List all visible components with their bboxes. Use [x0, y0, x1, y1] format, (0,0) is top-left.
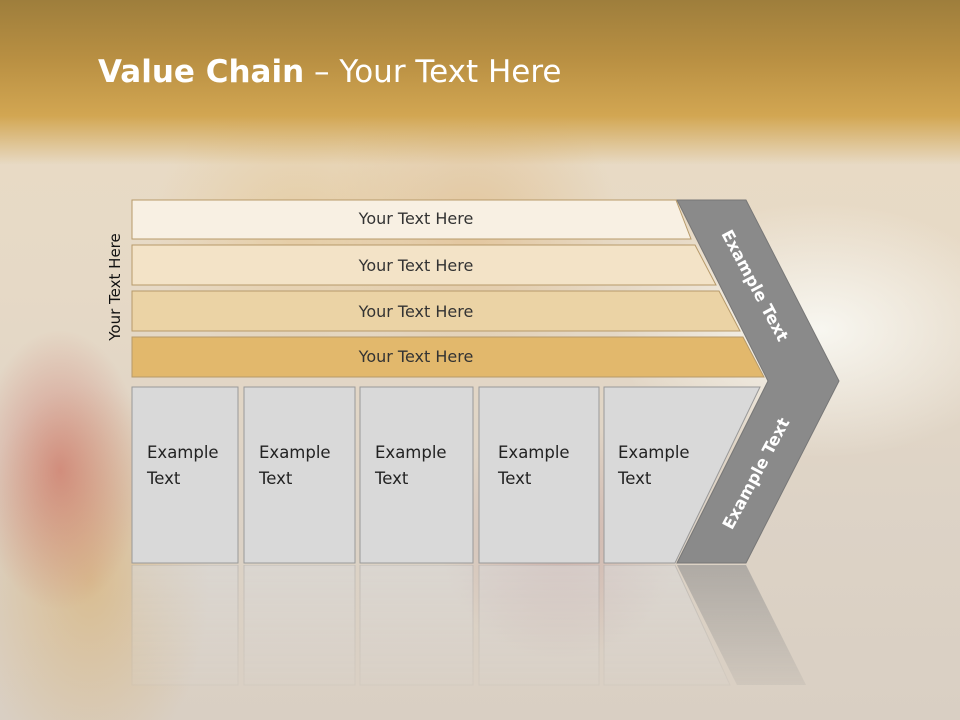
box-4-line1: Example	[618, 443, 690, 462]
box-1: Example Text	[243, 386, 356, 564]
box-1-line1: Example	[259, 443, 331, 462]
bar-2-label: Your Text Here	[358, 302, 474, 321]
box-4: Example Text	[603, 386, 761, 564]
box-2-line2: Text	[374, 469, 409, 488]
bar-1: Your Text Here	[131, 244, 717, 286]
box-0-line1: Example	[147, 443, 219, 462]
box-1-line2: Text	[258, 469, 293, 488]
box-3: Example Text	[478, 386, 600, 564]
slide-title: Value Chain – Your Text Here	[98, 54, 561, 90]
title-bold: Value Chain	[98, 54, 305, 90]
header-band	[0, 0, 960, 165]
chevron-arrow	[676, 199, 840, 564]
box-2: Example Text	[359, 386, 474, 564]
bar-2: Your Text Here	[131, 290, 741, 332]
bar-1-label: Your Text Here	[358, 256, 474, 275]
box-0: Example Text	[131, 386, 239, 564]
box-0-line2: Text	[146, 469, 181, 488]
bar-3: Your Text Here	[131, 336, 765, 378]
box-3-line2: Text	[497, 469, 532, 488]
bar-0-label: Your Text Here	[358, 209, 474, 228]
bar-3-label: Your Text Here	[358, 347, 474, 366]
box-2-line1: Example	[375, 443, 447, 462]
box-4-line2: Text	[617, 469, 652, 488]
bar-0: Your Text Here	[131, 199, 692, 240]
box-3-line1: Example	[498, 443, 570, 462]
diagram-reflection	[131, 564, 806, 686]
title-rest: – Your Text Here	[304, 54, 562, 90]
